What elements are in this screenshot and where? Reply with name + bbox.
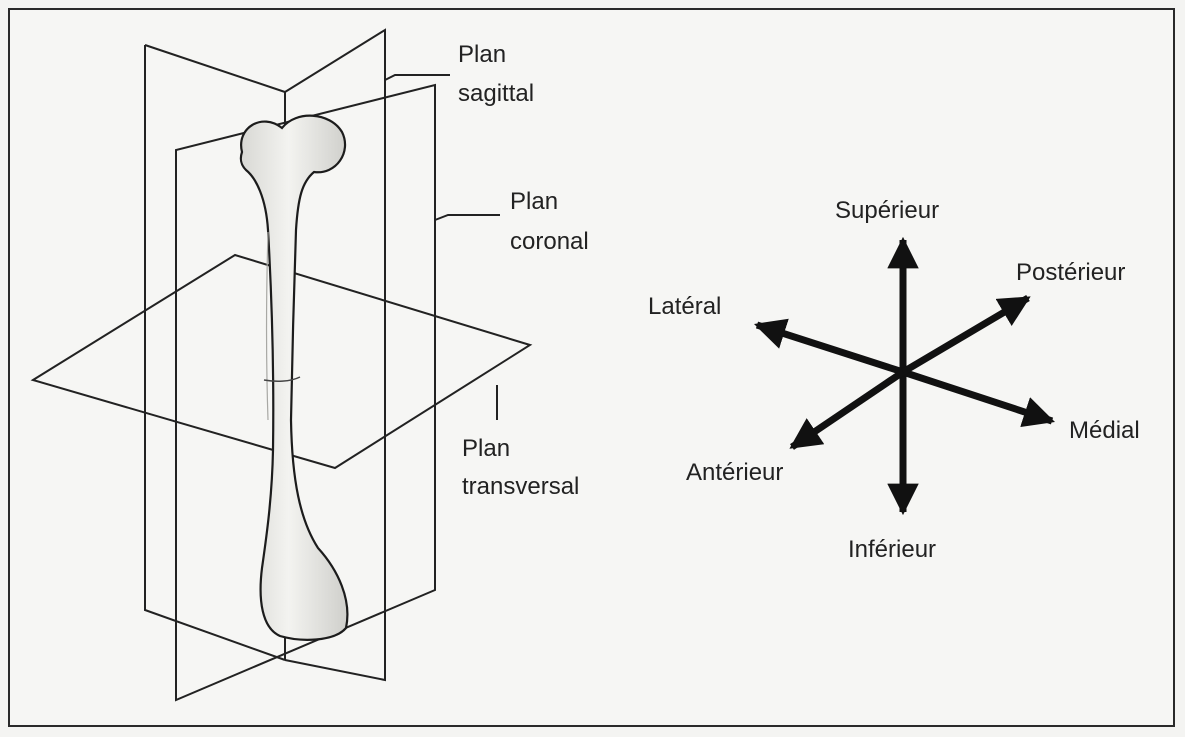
sagittal-label-line1: Plan <box>458 41 506 68</box>
posterior-label: Postérieur <box>1016 259 1125 286</box>
sagittal-plane-label: Plan sagittal <box>458 41 534 107</box>
transverse-plane-label: Plan transversal <box>462 435 579 500</box>
arrow-anterior <box>792 372 903 447</box>
medial-label: Médial <box>1069 417 1140 444</box>
lateral-label: Latéral <box>648 293 721 320</box>
coronal-plane-label: Plan coronal <box>510 188 589 255</box>
transverse-label-line1: Plan <box>462 435 510 462</box>
sagittal-label-line2: sagittal <box>458 80 534 107</box>
femur-bone <box>241 116 348 640</box>
transverse-label-line2: transversal <box>462 473 579 500</box>
inferior-label: Inférieur <box>848 536 936 563</box>
coronal-label-line2: coronal <box>510 228 589 255</box>
anterior-label: Antérieur <box>686 459 783 486</box>
arrow-posterior <box>903 298 1028 372</box>
arrow-medial <box>903 372 1052 421</box>
direction-arrows <box>757 240 1052 512</box>
plane-leader-lines <box>385 75 500 420</box>
coronal-label-line1: Plan <box>510 188 558 215</box>
arrow-lateral <box>757 325 903 372</box>
superior-label: Supérieur <box>835 197 939 224</box>
